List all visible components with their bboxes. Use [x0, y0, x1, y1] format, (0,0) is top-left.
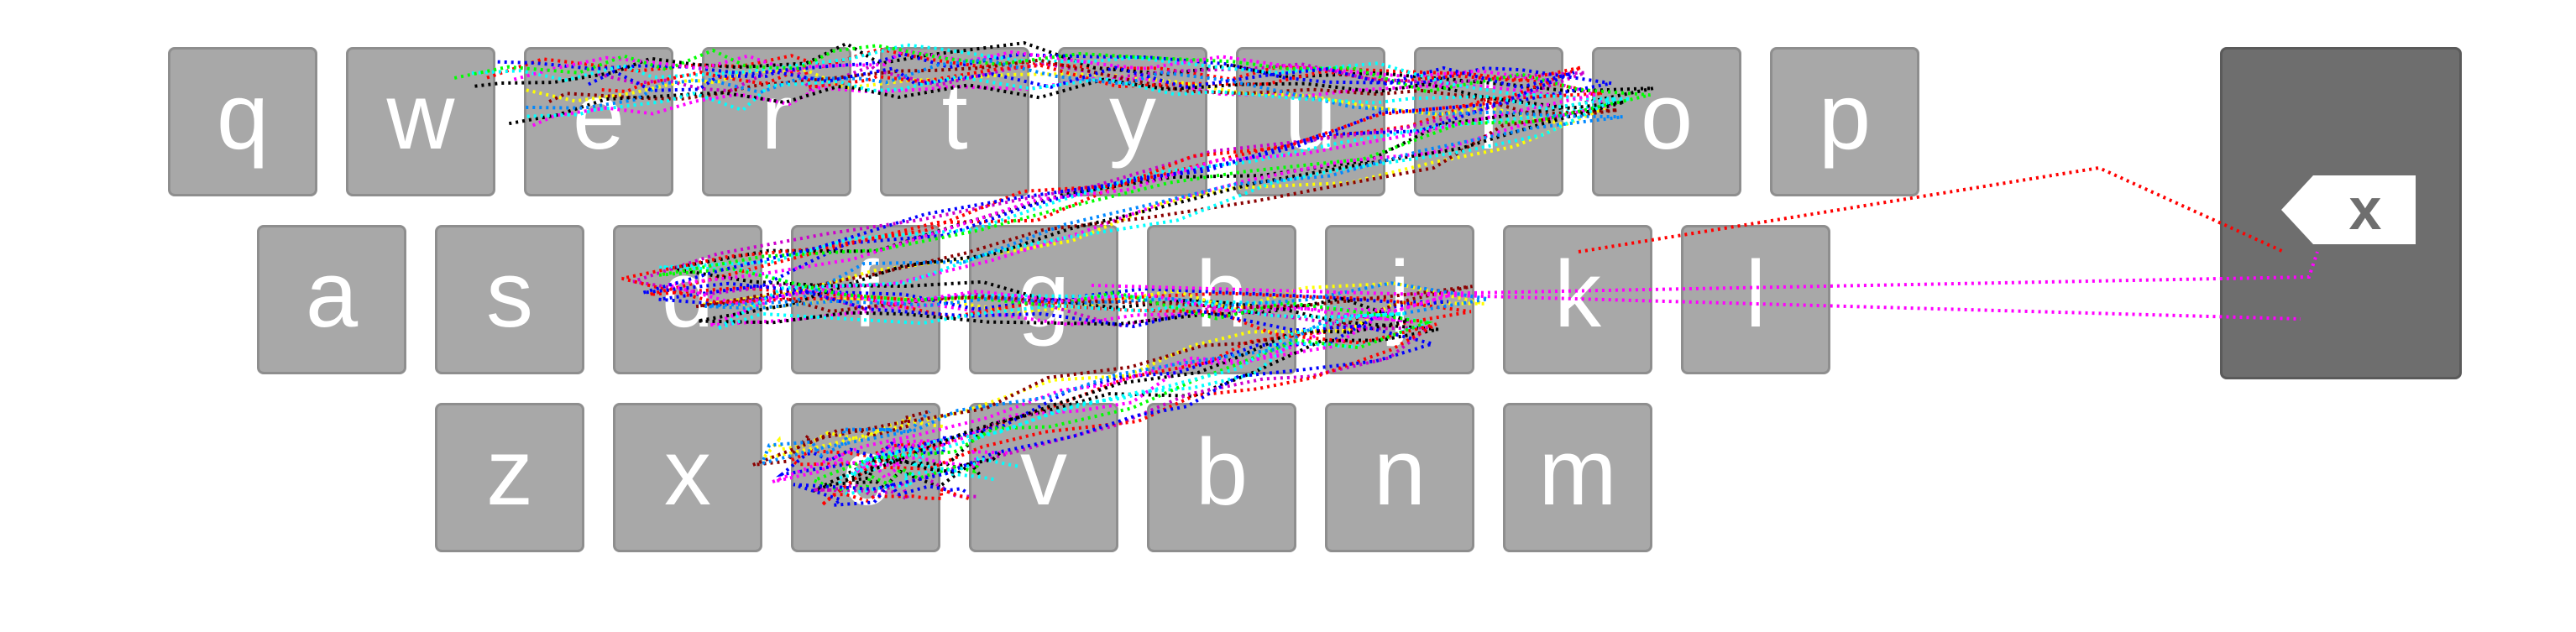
- key-r[interactable]: r: [702, 47, 851, 196]
- backspace-icon: x: [2281, 175, 2416, 244]
- key-h[interactable]: h: [1147, 225, 1296, 374]
- key-l[interactable]: l: [1681, 225, 1830, 374]
- key-u[interactable]: u: [1236, 47, 1385, 196]
- key-p[interactable]: p: [1770, 47, 1919, 196]
- key-e[interactable]: e: [524, 47, 673, 196]
- key-k[interactable]: k: [1503, 225, 1652, 374]
- key-t[interactable]: t: [880, 47, 1029, 196]
- key-c[interactable]: c: [791, 403, 940, 552]
- key-i[interactable]: i: [1414, 47, 1563, 196]
- key-w[interactable]: w: [346, 47, 495, 196]
- backspace-x-glyph: x: [2349, 176, 2382, 242]
- key-z[interactable]: z: [435, 403, 584, 552]
- key-f[interactable]: f: [791, 225, 940, 374]
- key-a[interactable]: a: [257, 225, 406, 374]
- key-g[interactable]: g: [969, 225, 1118, 374]
- key-q[interactable]: q: [168, 47, 317, 196]
- key-m[interactable]: m: [1503, 403, 1652, 552]
- key-b[interactable]: b: [1147, 403, 1296, 552]
- backspace-key[interactable]: x: [2220, 47, 2462, 379]
- key-v[interactable]: v: [969, 403, 1118, 552]
- key-d[interactable]: d: [613, 225, 762, 374]
- key-o[interactable]: o: [1592, 47, 1741, 196]
- key-x[interactable]: x: [613, 403, 762, 552]
- key-y[interactable]: y: [1058, 47, 1207, 196]
- key-n[interactable]: n: [1325, 403, 1474, 552]
- key-s[interactable]: s: [435, 225, 584, 374]
- key-j[interactable]: j: [1325, 225, 1474, 374]
